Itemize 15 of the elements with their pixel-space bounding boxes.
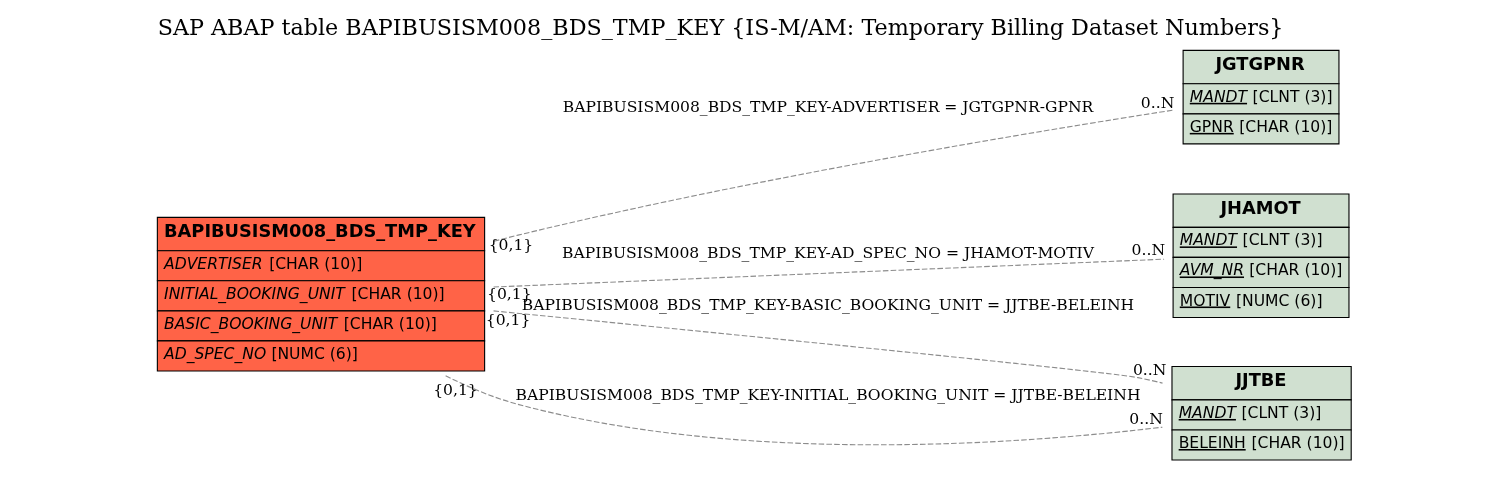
edge-label: BAPIBUSISM008_BDS_TMP_KEY-ADVERTISER = JGTGPNR-GPNR xyxy=(562,97,1094,116)
edge-label: BAPIBUSISM008_BDS_TMP_KEY-AD_SPEC_NO = JHAMOT-MOTIV xyxy=(562,243,1094,262)
diagram-title: SAP ABAP table BAPIBUSISM008_BDS_TMP_KEY {IS-M/AM: Temporary Billing Dataset Numbers} xyxy=(157,13,1284,40)
connector xyxy=(493,258,1165,288)
label: {0,1} xyxy=(433,380,478,399)
connector xyxy=(493,109,1175,242)
label: 0..N xyxy=(1132,360,1167,379)
connector xyxy=(493,310,1164,384)
label: 0..N xyxy=(1131,241,1166,260)
label: {0,1} xyxy=(488,236,534,255)
label: 0..N xyxy=(1140,93,1175,112)
label: {0,1} xyxy=(485,311,531,330)
label: 0..N xyxy=(1129,410,1163,429)
connector xyxy=(445,375,1163,446)
edge-label: BAPIBUSISM008_BDS_TMP_KEY-INITIAL_BOOKING_UNIT = JJTBE-BELEINH xyxy=(515,386,1141,405)
